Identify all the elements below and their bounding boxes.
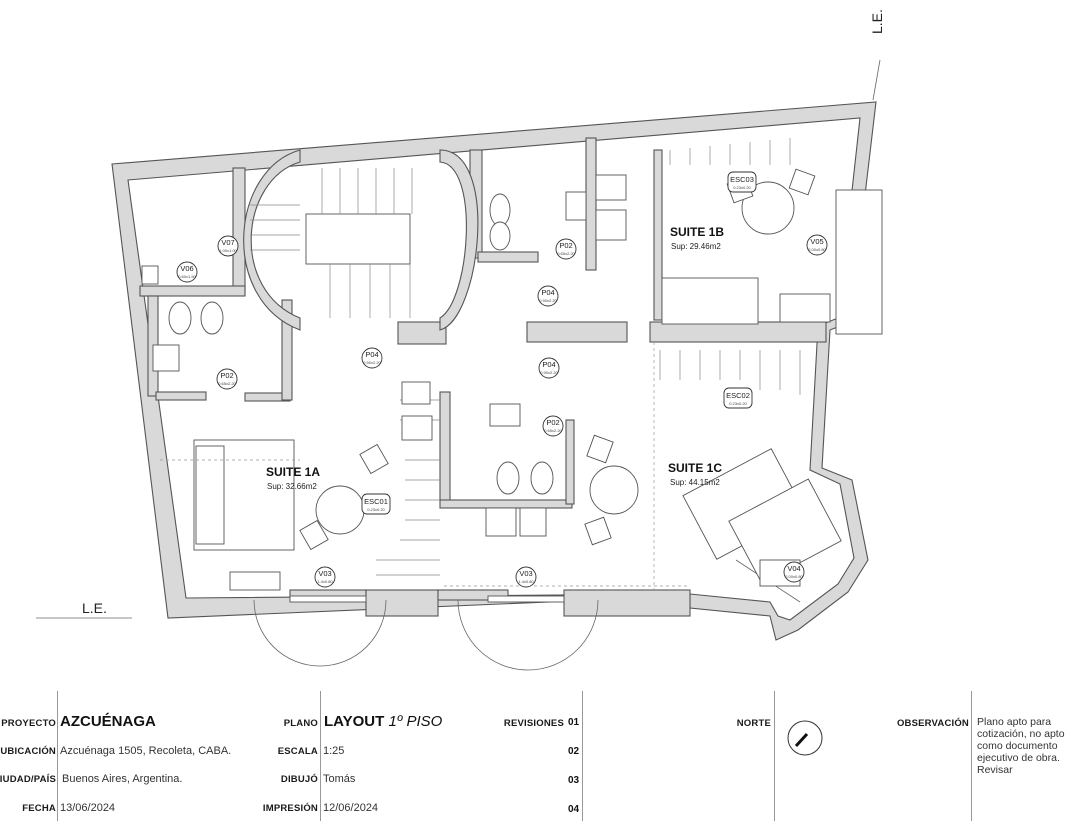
revision-01: 01 <box>568 717 580 728</box>
svg-text:P02: P02 <box>559 241 572 250</box>
fixtures <box>141 174 627 537</box>
suite-1c: SUITE 1C Sup: 44.15m2 <box>668 461 722 487</box>
svg-text:0.90x2.20: 0.90x2.20 <box>363 360 381 365</box>
ciudad-value: Buenos Aires, Argentina. <box>62 773 183 785</box>
tag-v04: V04 2.00x0.80 <box>783 561 805 583</box>
svg-text:0.23x0.20: 0.23x0.20 <box>367 507 385 512</box>
divider-5 <box>971 691 972 821</box>
svg-text:0.90x2.20: 0.90x2.20 <box>539 298 557 303</box>
ciudad-label: CIUDAD/PAÍS <box>0 774 56 785</box>
tag-v06: V06 0.60x1.50 <box>176 261 198 283</box>
plano-label: PLANO <box>283 718 318 729</box>
svg-text:0.90x2.20: 0.90x2.20 <box>540 370 558 375</box>
divider-3 <box>582 691 583 821</box>
suite-1c-name: SUITE 1C <box>668 461 722 475</box>
tag-p04-1a: P04 0.90x2.20 <box>361 347 383 369</box>
divider-4 <box>774 691 775 821</box>
svg-text:0.60x1.50: 0.60x1.50 <box>178 274 196 279</box>
ubicacion-label: UBICACIÓN <box>0 746 56 757</box>
room-divisions <box>160 342 690 590</box>
svg-text:1.4x0.80: 1.4x0.80 <box>317 579 333 584</box>
svg-text:V03: V03 <box>519 569 532 578</box>
svg-text:P02: P02 <box>220 371 233 380</box>
tag-v03-1c: V03 1.4x0.80 <box>515 566 537 588</box>
tag-esc01: ESC01 0.23x0.20 <box>361 493 391 515</box>
tag-p02-1a-bath: P02 0.65x2.20 <box>216 368 238 390</box>
plano-value: LAYOUT 1º PISO <box>324 713 442 730</box>
observacion-label: OBSERVACIÓN <box>896 718 969 729</box>
tag-p04-1c: P04 0.90x2.20 <box>538 357 560 379</box>
stair-core <box>243 138 801 576</box>
escala-label: ESCALA <box>277 746 318 757</box>
tag-p04-1b: P04 0.90x2.20 <box>537 285 559 307</box>
tag-p02-1b-bath: P02 0.65x2.20 <box>555 238 577 260</box>
le-top-label: L.E. <box>869 9 885 34</box>
svg-text:P02: P02 <box>546 418 559 427</box>
impresion-value: 12/06/2024 <box>323 802 379 814</box>
escala-value: 1:25 <box>323 745 345 757</box>
suite-1b: SUITE 1B Sup: 29.46m2 <box>670 225 724 251</box>
svg-text:V05: V05 <box>810 237 823 246</box>
furniture <box>193 168 842 591</box>
fecha-value: 13/06/2024 <box>60 802 116 814</box>
svg-text:2.00x0.80: 2.00x0.80 <box>808 247 826 252</box>
le-top-line <box>872 59 881 101</box>
tag-v03-1a: V03 1.4x0.80 <box>314 566 336 588</box>
suite-1a-name: SUITE 1A <box>266 465 320 479</box>
svg-text:0.65x2.20: 0.65x2.20 <box>544 428 562 433</box>
tag-v07: V07 1.00x1.00 <box>217 235 239 257</box>
svg-text:1.4x0.80: 1.4x0.80 <box>518 579 534 584</box>
svg-text:P04: P04 <box>541 288 554 297</box>
suite-1a-area: Sup: 32.66m2 <box>267 482 317 491</box>
svg-text:ESC02: ESC02 <box>726 391 750 400</box>
proyecto-label: PROYECTO <box>1 718 56 729</box>
impresion-label: IMPRESIÓN <box>262 803 318 814</box>
dibujo-label: DIBUJÓ <box>280 774 318 785</box>
svg-text:2.00x0.80: 2.00x0.80 <box>785 574 803 579</box>
svg-text:0.23x0.20: 0.23x0.20 <box>733 185 751 190</box>
svg-text:0.23x0.20: 0.23x0.20 <box>729 401 747 406</box>
revision-04: 04 <box>568 804 580 815</box>
suite-1c-area: Sup: 44.15m2 <box>670 478 720 487</box>
dibujo-value: Tomás <box>323 773 356 785</box>
svg-text:V03: V03 <box>318 569 331 578</box>
interior-walls <box>139 137 827 617</box>
suite-1a: SUITE 1A Sup: 32.66m2 <box>266 465 320 491</box>
tag-esc02: ESC02 0.23x0.20 <box>723 387 753 409</box>
svg-text:V04: V04 <box>787 564 800 573</box>
revision-03: 03 <box>568 775 580 786</box>
proyecto-value: AZCUÉNAGA <box>60 713 156 730</box>
divider-2 <box>320 691 321 821</box>
tag-v05: V05 2.00x0.80 <box>806 234 828 256</box>
svg-text:P04: P04 <box>365 350 378 359</box>
suite-1b-area: Sup: 29.46m2 <box>671 242 721 251</box>
suite-1b-name: SUITE 1B <box>670 225 724 239</box>
svg-text:0.65x2.20: 0.65x2.20 <box>557 251 575 256</box>
north-arrow-icon <box>787 720 823 756</box>
facade-openings <box>253 189 883 671</box>
fecha-label: FECHA <box>22 803 56 814</box>
title-block: PROYECTO AZCUÉNAGA UBICACIÓN Azcuénaga 1… <box>0 688 1089 827</box>
revision-02: 02 <box>568 746 580 757</box>
le-left-label: L.E. <box>82 600 107 616</box>
svg-text:V07: V07 <box>221 238 234 247</box>
svg-text:1.00x1.00: 1.00x1.00 <box>219 248 237 253</box>
svg-text:P04: P04 <box>542 360 555 369</box>
norte-label: NORTE <box>736 718 771 729</box>
tag-p02-1c-bath: P02 0.65x2.20 <box>542 415 564 437</box>
svg-text:V06: V06 <box>180 264 193 273</box>
svg-text:0.65x2.20: 0.65x2.20 <box>218 381 236 386</box>
ubicacion-value: Azcuénaga 1505, Recoleta, CABA. <box>60 745 232 757</box>
tag-esc03: ESC03 0.23x0.20 <box>727 171 757 193</box>
revisiones-label: REVISIONES <box>503 718 564 729</box>
svg-text:ESC03: ESC03 <box>730 175 754 184</box>
floor-plan: L.E. L.E. <box>36 9 885 671</box>
plano-value-floor: 1º PISO <box>388 713 443 730</box>
plano-value-main: LAYOUT <box>324 713 385 730</box>
svg-text:ESC01: ESC01 <box>364 497 388 506</box>
divider-1 <box>57 691 58 821</box>
observacion-value: Plano apto para cotización, no apto como… <box>977 716 1065 776</box>
